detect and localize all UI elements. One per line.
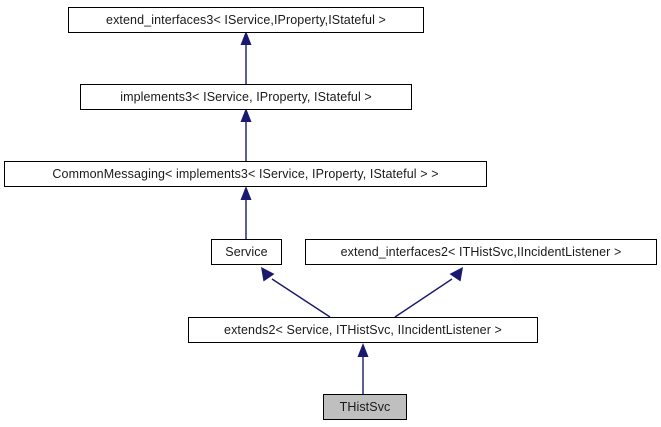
arrowhead-icon [240,31,252,45]
class-node-extend-interfaces3[interactable]: extend_interfaces3< IService,IProperty,I… [68,7,424,33]
class-node-service[interactable]: Service [211,239,282,265]
class-node-implements3[interactable]: implements3< IService, IProperty, IState… [80,84,412,110]
class-node-label: extend_interfaces3< IService,IProperty,I… [106,12,386,27]
class-node-common-messaging[interactable]: CommonMessaging< implements3< IService, … [4,161,487,187]
arrowhead-icon [261,267,275,282]
class-node-label: THistSvc [339,399,391,414]
class-node-label: CommonMessaging< implements3< IService, … [52,166,439,181]
arrowhead-icon [357,343,369,357]
class-node-label: implements3< IService, IProperty, IState… [120,89,372,104]
edge-thistsvc-to-extends2 [357,343,369,394]
class-node-extends2[interactable]: extends2< Service, ITHistSvc, IIncidentL… [188,317,538,343]
arrowhead-icon [240,108,252,122]
arrowhead-icon [240,186,252,200]
class-node-label: Service [225,244,268,259]
class-node-label: extend_interfaces2< ITHistSvc,IIncidentL… [340,244,622,259]
edge-extends2-to-service [261,267,331,318]
edge-common-messaging-to-implements3 [240,108,252,161]
edge-implements3-to-extend_interfaces3 [240,31,252,84]
class-node-label: extends2< Service, ITHistSvc, IIncidentL… [224,322,502,337]
edge-service-to-common-messaging [240,186,252,239]
class-node-extend-interfaces2[interactable]: extend_interfaces2< ITHistSvc,IIncidentL… [305,239,657,265]
edge-extends2-to-extend-interfaces2 [394,267,463,318]
arrowhead-icon [449,267,463,282]
class-node-thistsvc[interactable]: THistSvc [323,394,407,420]
